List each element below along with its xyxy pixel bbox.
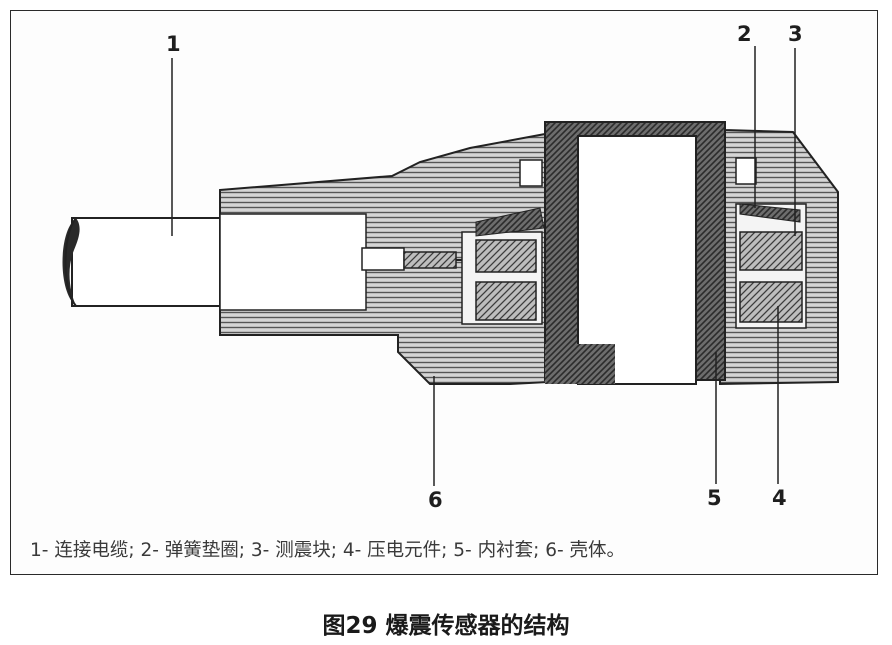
figure-caption: 图29 爆震传感器的结构 <box>322 613 570 639</box>
label-3: 3 <box>788 22 803 46</box>
label-6: 6 <box>428 488 443 512</box>
right-cavity <box>735 157 807 329</box>
inner-sleeve <box>544 121 726 385</box>
label-2: 2 <box>737 22 752 46</box>
label-1: 1 <box>166 32 181 56</box>
parts-legend: 1- 连接电缆; 2- 弹簧垫圈; 3- 测震块; 4- 压电元件; 5- 内衬… <box>30 540 626 561</box>
label-5: 5 <box>707 486 722 510</box>
leader-lines <box>171 46 796 486</box>
label-4: 4 <box>772 486 787 510</box>
left-cavity <box>403 159 545 325</box>
